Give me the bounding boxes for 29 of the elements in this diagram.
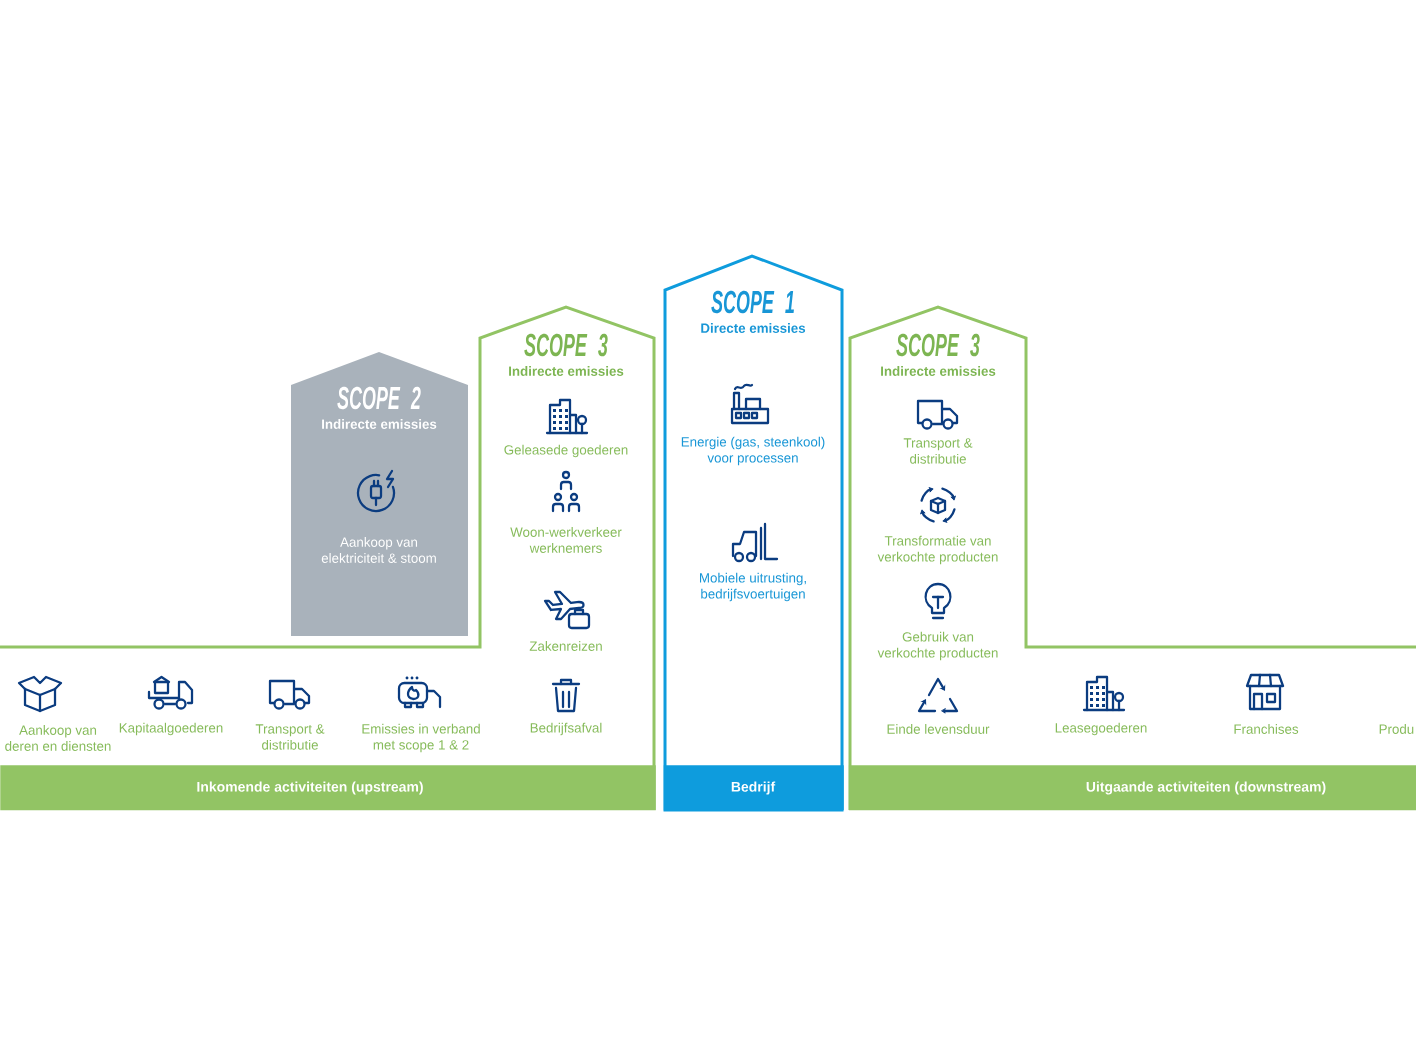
scope-heading: SCOPE 2 [337,386,421,410]
banner: Uitgaande activiteiten (downstream) [848,765,1416,811]
item-label: Emissies in verband met scope 1 & 2 [362,723,480,753]
item-label: Franchises [1234,724,1299,734]
subheading: Directe emissies [701,323,806,333]
item-label: Transport & distributie [255,724,325,750]
item-label: Mobiele uitrusting, bedrijfsvoertuigen [700,572,806,602]
subheading: Indirecte emissies [322,419,437,429]
banner: Bedrijf [663,765,844,811]
subheading: Indirecte emissies [881,366,996,376]
scope-heading: SCOPE 3 [896,333,980,357]
banner: Inkomende activiteiten (upstream) [0,765,656,811]
item-label: Bedrijfsafval [530,722,602,736]
item-label: Geleasede goederen [504,444,628,458]
scope-heading: SCOPE 1 [711,290,794,314]
item-label: Aankoop van elektriciteit & stoom [321,537,436,563]
item-label: Einde levensduur [887,724,990,734]
item-label: Kapitaalgoederen [119,722,223,736]
item-label: Transport & distributie [903,438,973,464]
item-label: Zakenreizen [529,641,602,651]
item-label: Gebruik van verkochte producten [877,631,998,661]
item-label: Woon-werkverkeer werknemers [510,527,622,553]
subheading: Indirecte emissies [509,366,624,376]
item-label: Aankoop van deren en diensten [5,725,111,751]
item-label: Produ [1379,724,1414,734]
scope-heading: SCOPE 3 [524,333,608,357]
item-label: Energie (gas, steenkool) voor processen [681,436,825,466]
item-label: Leasegoederen [1055,722,1147,736]
item-label: Transformatie van verkochte producten [877,535,998,565]
